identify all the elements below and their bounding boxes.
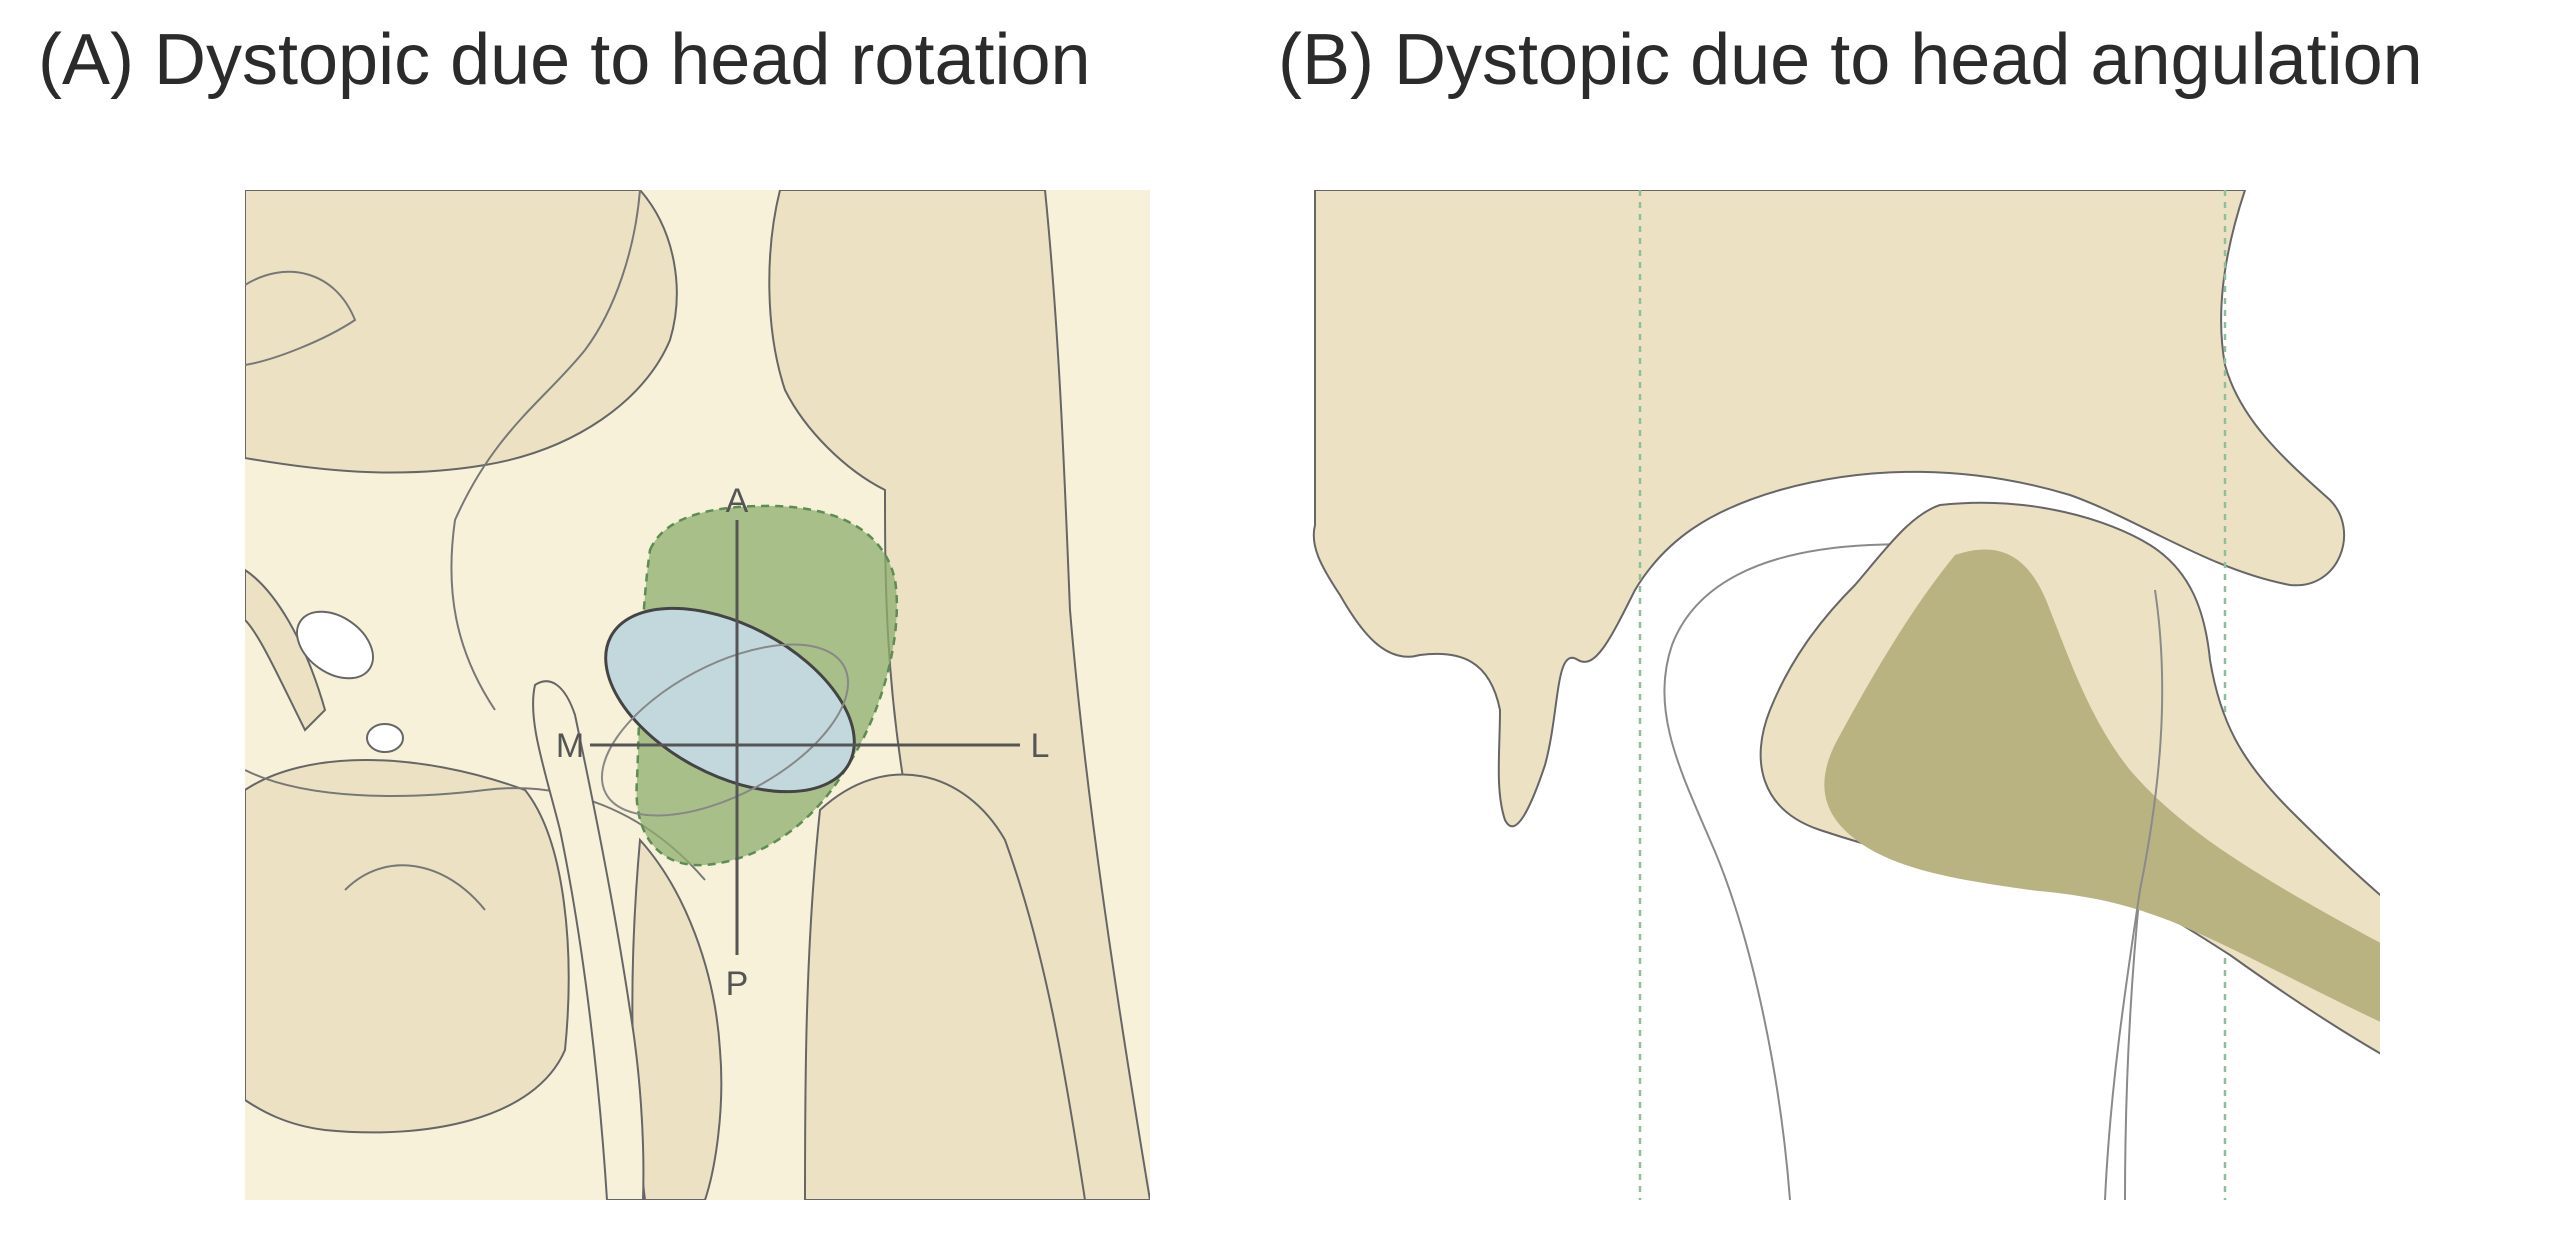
lateral-label: L — [1031, 727, 1050, 765]
panel-a-title: (A) Dystopic due to head rotation — [38, 20, 1091, 100]
foramen-ovale — [296, 610, 374, 680]
posterior-label: P — [726, 965, 749, 1003]
skull-base-region — [245, 190, 678, 474]
condyle-marrow — [1824, 549, 2380, 1022]
medial-label: M — [556, 727, 584, 765]
temporal-bone — [1312, 190, 2346, 828]
anterior-label: A — [726, 482, 749, 520]
masseter-region — [804, 773, 1087, 1200]
nasal-septum-region — [245, 568, 327, 732]
pharyngeal-region — [245, 759, 570, 1134]
normal-condyle-outline — [600, 643, 850, 817]
ramus-outline — [2104, 589, 2164, 1200]
foramen-spinosum — [366, 723, 404, 753]
panel-b-diagram — [1310, 190, 2380, 1200]
auditory-process — [532, 680, 645, 1200]
styloid-contour — [344, 864, 486, 911]
panel-a-diagram: A P M L — [245, 190, 1150, 1200]
cranial-outline — [245, 270, 357, 366]
sutural-outline — [450, 190, 641, 711]
panel-b-title: (B) Dystopic due to head angulation — [1278, 20, 2423, 100]
